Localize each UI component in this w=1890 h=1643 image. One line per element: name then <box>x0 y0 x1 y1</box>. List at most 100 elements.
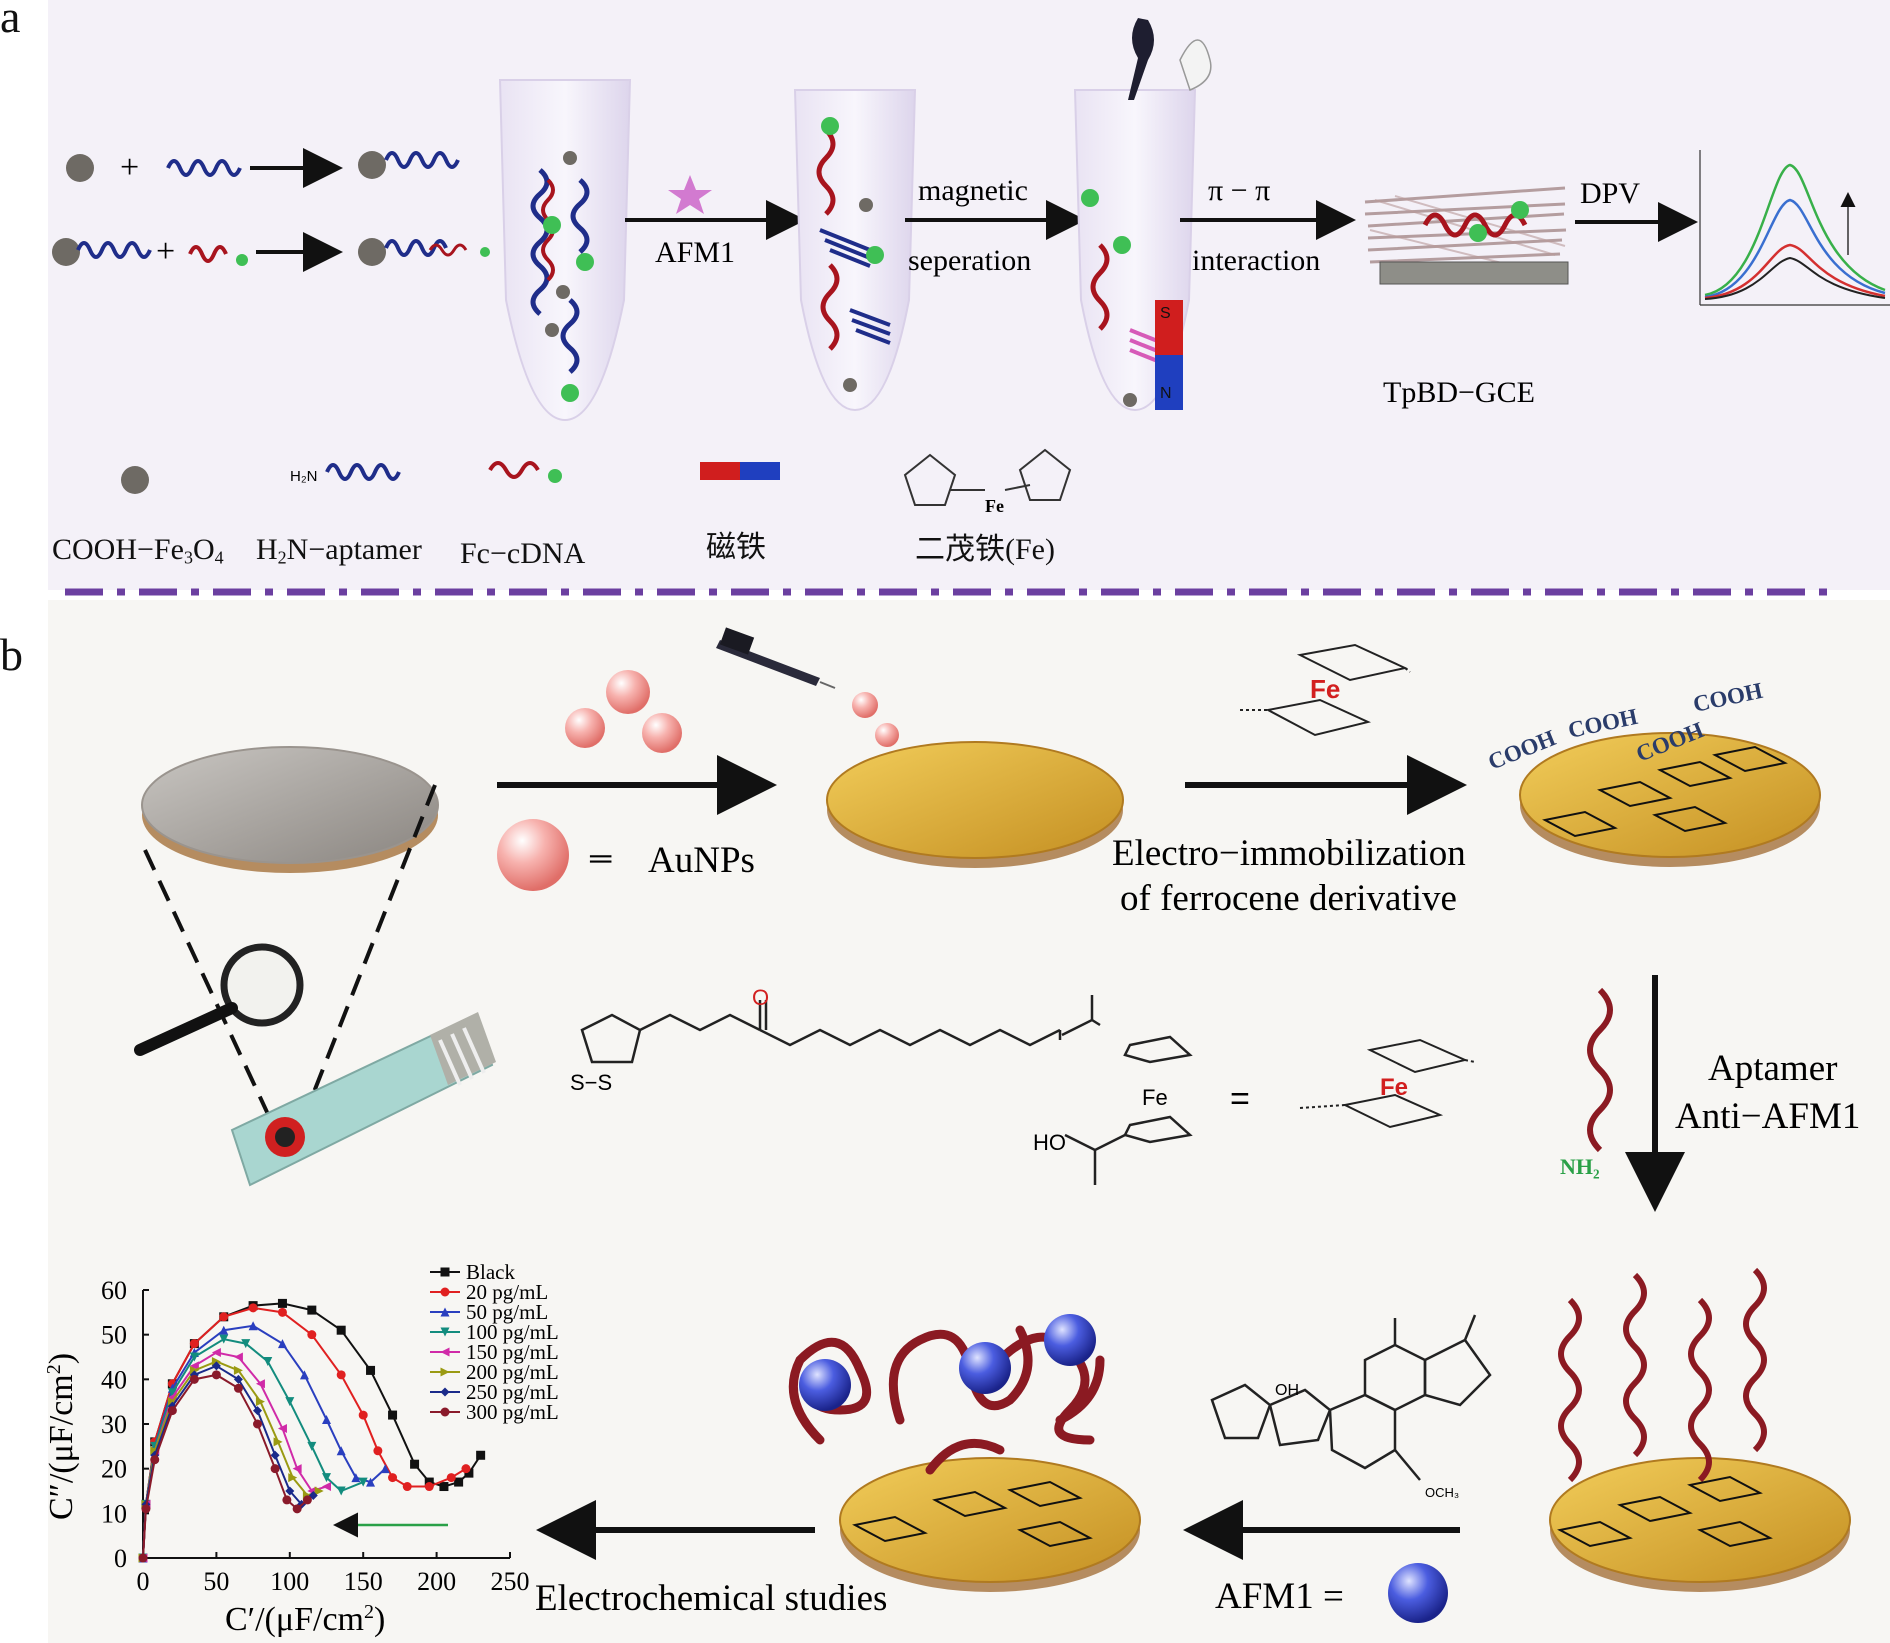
pipette-icon <box>716 627 836 689</box>
tube-aptamer-icon <box>849 308 891 345</box>
surface-ferrocene-icon <box>1542 745 1788 838</box>
legend-marker <box>440 1367 450 1377</box>
data-point <box>307 1305 317 1315</box>
tube-1-icon <box>498 79 632 422</box>
aptamer-icon <box>384 151 460 169</box>
data-point <box>358 1410 368 1420</box>
dpv-curves-icon <box>1699 150 1890 306</box>
bead-icon <box>358 238 386 266</box>
legend-marker <box>440 1287 450 1297</box>
aunp-droplet-icon <box>875 723 899 747</box>
data-point <box>336 1486 346 1496</box>
aunp-icon <box>642 713 682 753</box>
data-point <box>150 1455 160 1465</box>
afm1-ball-icon <box>799 1359 851 1411</box>
glove-icon <box>1179 39 1212 91</box>
fc-tag-icon <box>1081 189 1099 207</box>
tube-cdna-icon <box>816 128 836 216</box>
y-tick-label: 20 <box>101 1455 127 1484</box>
molecule-fe-label: Fe <box>1142 1085 1168 1110</box>
electrochemical-studies-label: Electrochemical studies <box>535 1578 887 1619</box>
x-axis-label: C′/(μF/cm2) <box>225 1601 385 1638</box>
y-tick-label: 40 <box>101 1365 127 1394</box>
legend-magnet-s-icon <box>700 462 740 480</box>
legend-marker <box>440 1327 450 1337</box>
panel-b-letter: b <box>0 629 23 680</box>
data-point <box>336 1325 346 1335</box>
electro-immobilization-label: Electro−immobilization <box>1112 833 1466 874</box>
legend-label: 150 pg/mL <box>466 1340 559 1364</box>
data-point <box>270 1464 280 1474</box>
data-point <box>366 1477 376 1487</box>
data-point <box>270 1450 280 1460</box>
data-point <box>285 1397 295 1407</box>
data-point <box>255 1397 265 1407</box>
afm1-ball-icon <box>959 1342 1011 1394</box>
legend-magnet-label: 磁铁 <box>706 531 766 564</box>
data-point <box>288 1473 298 1483</box>
aptamer-icon <box>166 159 242 177</box>
y-tick-label: 10 <box>101 1499 127 1528</box>
panel-b: ═ AuNPs Fe Electro−immobilization of fer… <box>43 627 1860 1638</box>
legend-fe3o4-label: COOH−Fe3O4 <box>52 533 224 568</box>
cdna-icon <box>428 243 468 257</box>
afm1-molecule-icon <box>1210 1314 1492 1481</box>
data-point <box>424 1482 434 1492</box>
x-tick-label: 50 <box>203 1567 229 1596</box>
legend-marker <box>440 1407 450 1417</box>
data-point <box>167 1388 177 1398</box>
afm1-star-icon <box>668 175 712 214</box>
legend-label: Black <box>466 1260 515 1284</box>
legend-label: 100 pg/mL <box>466 1320 559 1344</box>
nh2-label: NH₂ <box>1560 1154 1600 1179</box>
interaction-label: interaction <box>1192 244 1320 277</box>
data-point <box>380 1464 390 1474</box>
y-tick-label: 30 <box>101 1410 127 1439</box>
legend-aptamer-label: H2N−aptamer <box>256 533 422 568</box>
data-point <box>388 1410 398 1420</box>
data-point <box>273 1437 283 1447</box>
fc-tag-icon <box>866 246 884 264</box>
magnet-s-label: S <box>1160 305 1171 322</box>
bead-icon <box>859 198 873 212</box>
data-point <box>446 1473 456 1483</box>
zoom-line-left <box>143 849 282 1141</box>
data-point <box>388 1473 398 1483</box>
bead-icon <box>563 151 577 165</box>
fc-tag-icon <box>561 384 579 402</box>
aunp-droplet-icon <box>852 692 878 718</box>
data-point <box>292 1504 302 1514</box>
data-point <box>253 1419 263 1429</box>
pi-pi-label: π − π <box>1208 174 1270 207</box>
data-point <box>322 1415 331 1425</box>
aptamer-electrode-icon <box>1549 1457 1851 1583</box>
data-point <box>189 1339 199 1349</box>
gold-electrode-icon <box>826 741 1124 859</box>
data-point <box>219 1334 229 1344</box>
data-point <box>476 1450 486 1460</box>
fe-label: Fe <box>1380 1074 1408 1101</box>
legend-marker <box>440 1267 450 1277</box>
data-point <box>439 1482 449 1492</box>
fc-tag-icon <box>236 254 248 266</box>
bead-icon <box>843 378 857 392</box>
data-point <box>277 1307 287 1317</box>
data-point <box>189 1352 199 1362</box>
screen-printed-electrode-icon <box>230 1012 496 1187</box>
data-point <box>307 1330 317 1340</box>
afm1-oh-label: OH <box>1275 1382 1299 1399</box>
tube-aptamer-icon <box>570 178 590 254</box>
data-point <box>167 1406 177 1416</box>
data-point <box>277 1339 287 1349</box>
data-point <box>189 1374 199 1384</box>
legend-bead-icon <box>121 466 149 494</box>
data-point <box>255 1379 265 1389</box>
panel-a: + + <box>52 18 1890 516</box>
data-point <box>410 1459 420 1469</box>
data-point <box>241 1339 251 1349</box>
legend-h2n-label: H₂N <box>290 468 318 485</box>
tube-aptamer-icon <box>560 298 580 374</box>
nh2-aptamer-icon <box>1587 987 1613 1153</box>
data-point <box>253 1406 263 1416</box>
